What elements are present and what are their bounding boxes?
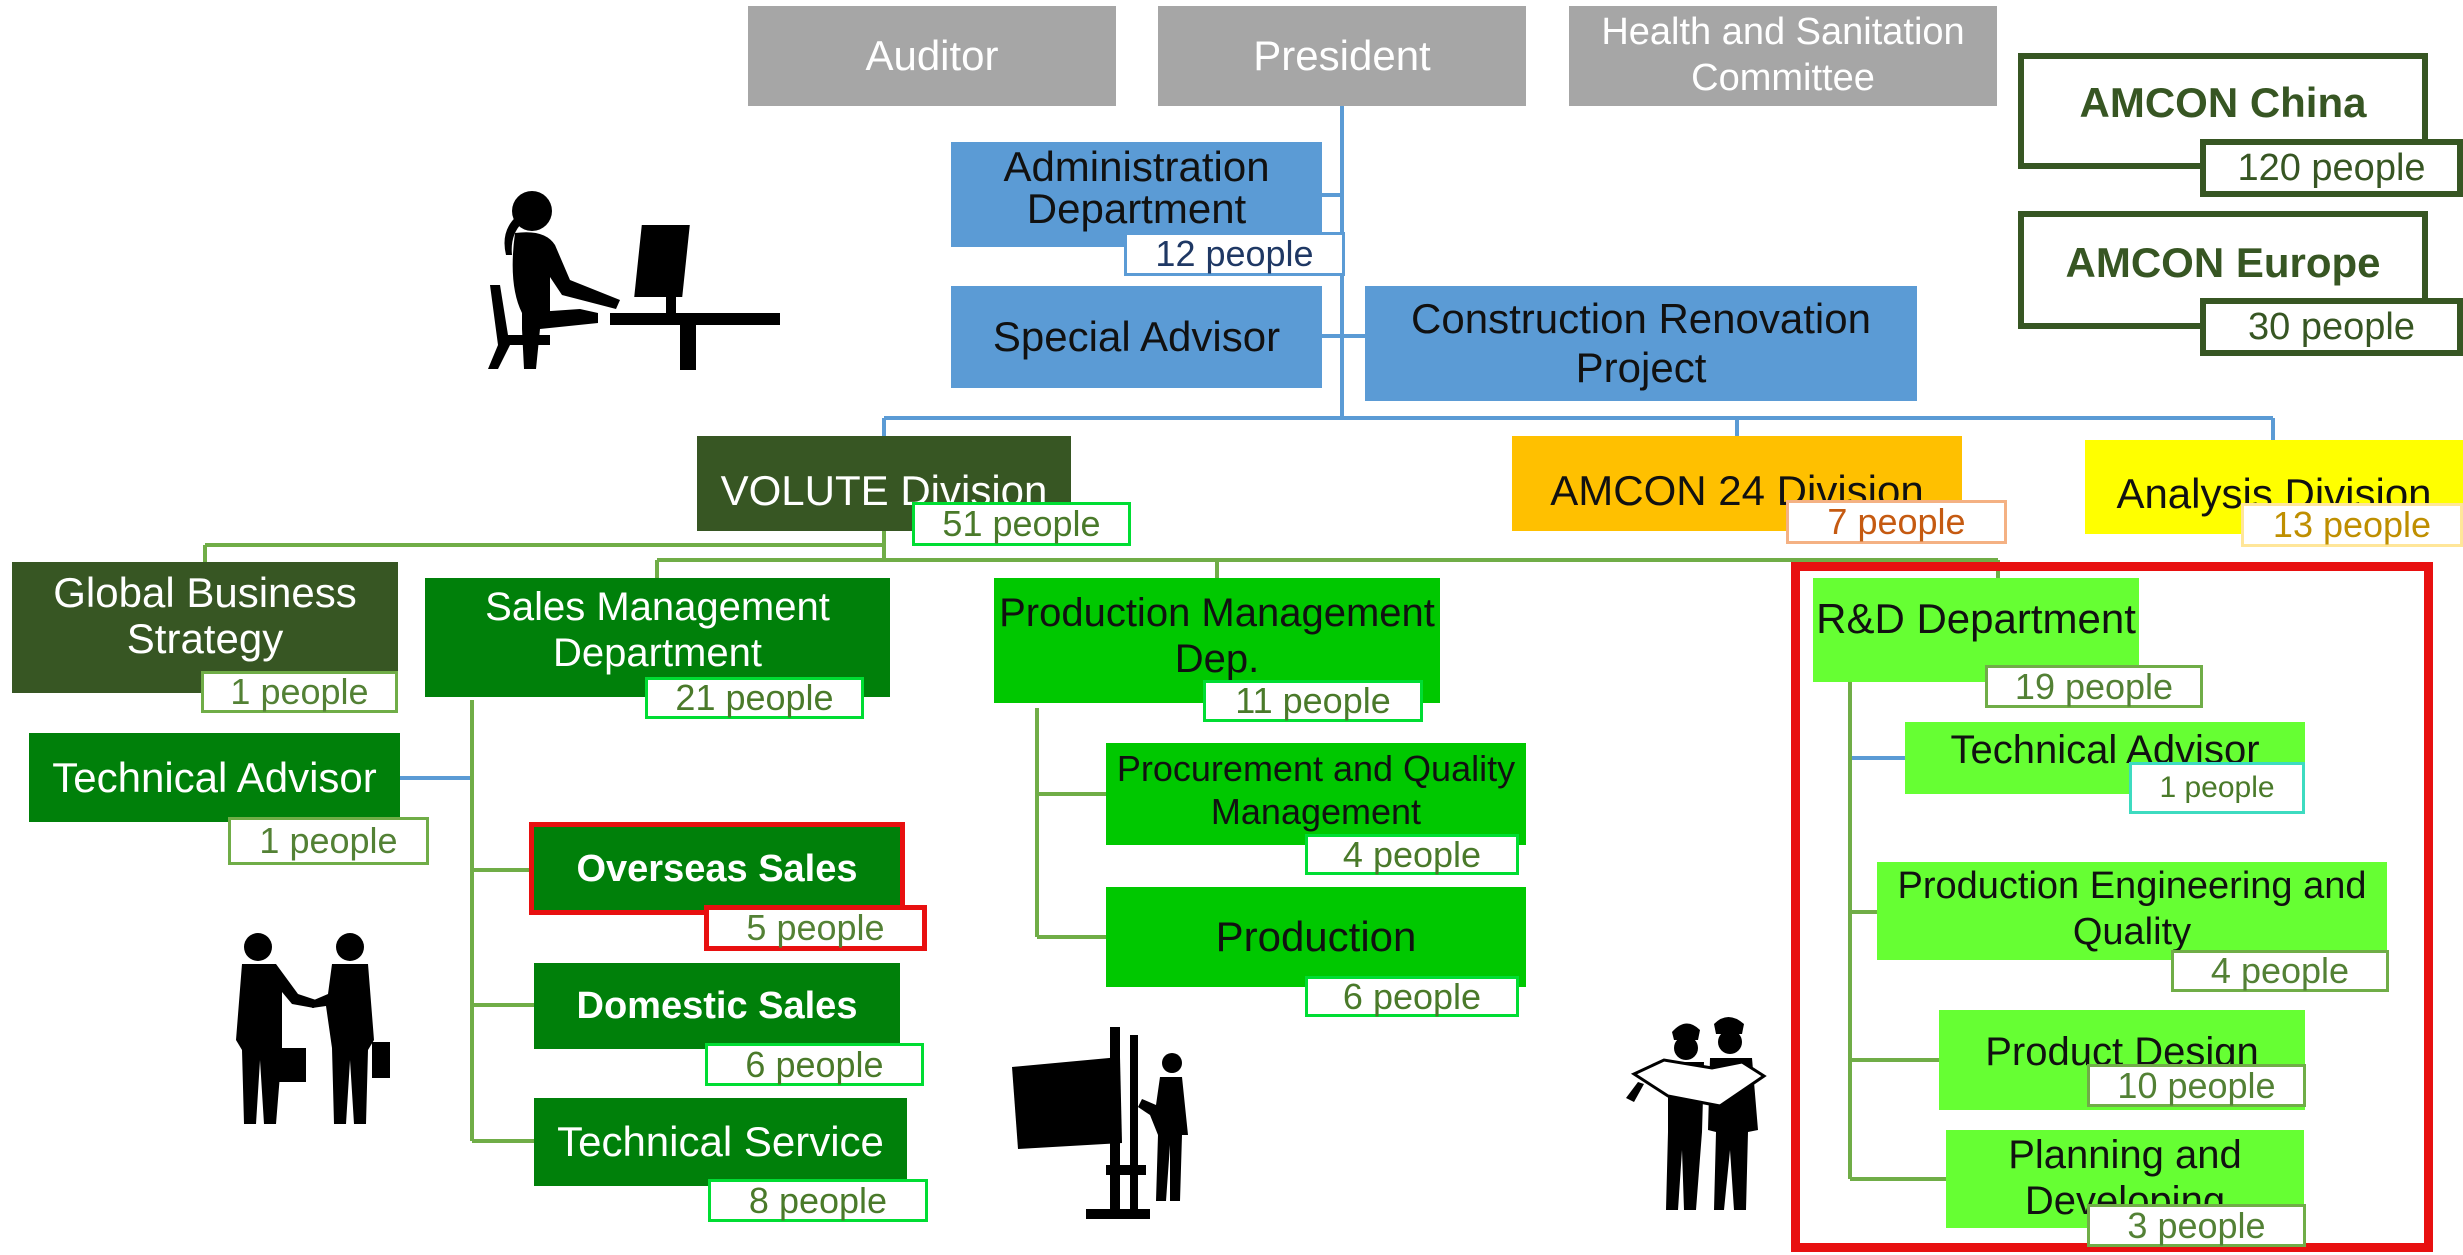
auditor-label: Auditor [865, 32, 999, 79]
construction-renovation-label: Construction Renovation Project [1411, 295, 1871, 391]
planning-developing-label: Planning and Developing [2008, 1133, 2242, 1223]
domestic-sales-label: Domestic Sales [576, 985, 858, 1027]
rnd-technical-advisor-box[interactable]: Technical Advisor [1905, 722, 2305, 794]
production-engineering-label: Production Engineering and Quality [1897, 865, 2367, 953]
special-advisor-label: Special Advisor [992, 313, 1281, 360]
rnd-department-label: R&D Department [1816, 595, 2136, 642]
administration-count: 12 people [1124, 232, 1345, 276]
engineers-blueprint-silhouette-icon [1626, 1017, 1767, 1210]
special-advisor-box[interactable]: Special Advisor [951, 286, 1322, 388]
president-box[interactable]: President [1158, 6, 1526, 106]
overseas-sales-label: Overseas Sales [576, 847, 858, 890]
health-committee-label: Health and Sanitation Committee [1601, 11, 1965, 99]
production-label: Production [1215, 913, 1417, 960]
volute-division-box[interactable]: VOLUTE Division [697, 436, 1071, 531]
domestic-sales-box[interactable]: Domestic Sales [534, 963, 900, 1049]
technical-advisor-count: 1 people [228, 817, 429, 865]
production-management-label: Production Management Dep. [999, 591, 1435, 681]
technical-advisor-box[interactable]: Technical Advisor [29, 733, 400, 822]
amcon-china-count: 120 people [2200, 139, 2463, 197]
president-label: President [1253, 32, 1431, 79]
procurement-quality-label: Procurement and Quality Management [1116, 748, 1516, 833]
technical-advisor-label: Technical Advisor [52, 753, 377, 801]
global-business-strategy-count: 1 people [201, 671, 398, 713]
administration-label: Administration Department [1003, 143, 1270, 232]
overseas-sales-count: 5 people [704, 905, 927, 951]
overseas-sales-box[interactable]: Overseas Sales [529, 822, 905, 915]
sales-management-label: Sales Management Department [485, 585, 830, 675]
rnd-technical-advisor-count: 1 people [2129, 762, 2305, 814]
production-management-count: 11 people [1203, 680, 1423, 722]
sales-management-count: 21 people [645, 677, 864, 719]
technical-service-box[interactable]: Technical Service [534, 1098, 907, 1186]
analysis-division-count: 13 people [2241, 503, 2463, 547]
administration-department-box[interactable]: Administration Department [951, 142, 1322, 247]
amcon-europe-count: 30 people [2200, 298, 2463, 356]
rnd-department-count: 19 people [1985, 665, 2203, 708]
planning-developing-count: 3 people [2087, 1204, 2306, 1247]
amcon24-division-count: 7 people [1786, 500, 2007, 544]
forklift-worker-silhouette-icon [1012, 1027, 1188, 1219]
rnd-highlight-frame [1791, 562, 2433, 1252]
amcon-china-label: AMCON China [2079, 79, 2367, 126]
production-engineering-box[interactable]: Production Engineering and Quality [1877, 862, 2387, 960]
production-count: 6 people [1305, 976, 1519, 1017]
product-design-count: 10 people [2087, 1064, 2306, 1107]
technical-service-label: Technical Service [557, 1118, 884, 1165]
handshake-silhouette-icon [236, 933, 390, 1124]
production-box[interactable]: Production [1106, 887, 1526, 987]
office-worker-silhouette-icon [488, 191, 780, 370]
rnd-department-box[interactable]: R&D Department [1813, 578, 2139, 682]
global-business-strategy-label: Global Business Strategy [53, 569, 357, 663]
amcon-europe-label: AMCON Europe [2065, 239, 2381, 286]
health-committee-box[interactable]: Health and Sanitation Committee [1569, 6, 1997, 106]
domestic-sales-count: 6 people [705, 1043, 924, 1086]
auditor-box[interactable]: Auditor [748, 6, 1116, 106]
volute-division-count: 51 people [912, 502, 1131, 546]
procurement-quality-box[interactable]: Procurement and Quality Management [1106, 743, 1526, 845]
procurement-quality-count: 4 people [1305, 834, 1519, 875]
production-engineering-count: 4 people [2171, 950, 2389, 992]
technical-service-count: 8 people [708, 1179, 928, 1222]
construction-renovation-box[interactable]: Construction Renovation Project [1365, 286, 1917, 401]
